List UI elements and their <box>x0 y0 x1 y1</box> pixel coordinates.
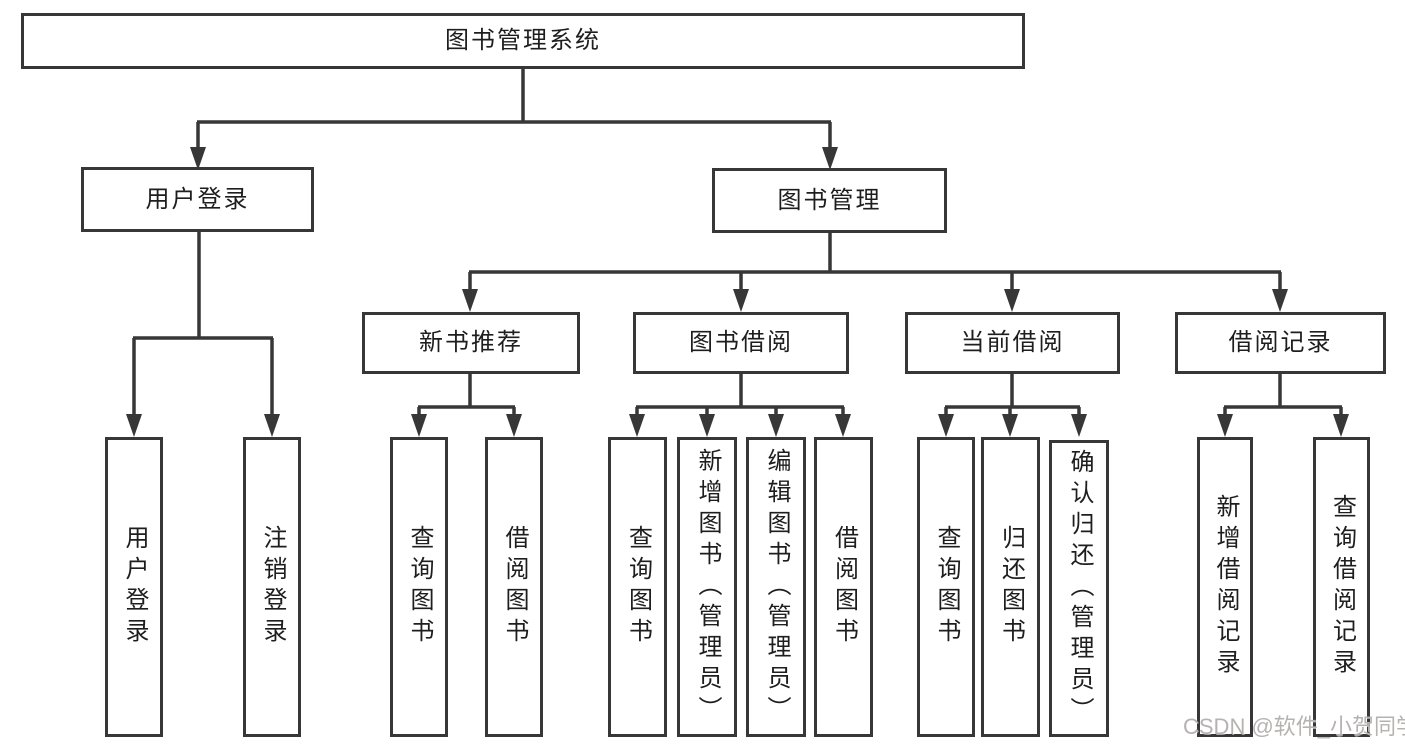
node-label: 借阅图书 <box>830 525 858 649</box>
node-label: 借阅图书 <box>501 525 528 649</box>
node-borrowing-records: 借阅记录 <box>1175 312 1386 374</box>
node-label: 查询借阅记录 <box>1328 494 1356 680</box>
leaf-borrowing-edit-books-admin: 编辑图书（管理员） <box>746 437 806 737</box>
leaf-borrowing-query-books: 查询图书 <box>608 437 667 737</box>
node-book-borrowing: 图书借阅 <box>633 312 849 374</box>
node-label: 查询图书 <box>406 525 433 649</box>
leaf-records-query-record: 查询借阅记录 <box>1313 437 1370 737</box>
node-label: 借阅记录 <box>1228 329 1333 356</box>
node-label: 确认归还（管理员） <box>1066 449 1093 728</box>
node-label: 归还图书 <box>997 525 1025 649</box>
node-label: 查询图书 <box>933 525 960 649</box>
leaf-recommend-query-books: 查询图书 <box>390 437 448 737</box>
leaf-current-confirm-return-admin: 确认归还（管理员） <box>1049 440 1109 737</box>
node-label: 当前借阅 <box>960 329 1065 356</box>
node-label: 用户登录 <box>145 185 250 213</box>
leaf-current-return-books: 归还图书 <box>981 437 1040 737</box>
node-label: 编辑图书（管理员） <box>763 447 790 727</box>
node-label: 用户登录 <box>121 525 148 649</box>
node-label: 新书推荐 <box>419 329 523 356</box>
node-book-management: 图书管理 <box>712 168 947 233</box>
node-current-borrowing: 当前借阅 <box>905 312 1120 374</box>
node-label: 查询图书 <box>624 525 652 649</box>
csdn-watermark: CSDN @软件_小贺同学 <box>1183 714 1405 739</box>
node-new-book-recommend: 新书推荐 <box>362 312 580 374</box>
leaf-user-login: 用户登录 <box>105 437 163 737</box>
node-label: 图书管理系统 <box>445 27 601 54</box>
node-user-login: 用户登录 <box>81 167 314 232</box>
leaf-borrowing-borrow-books: 借阅图书 <box>814 437 873 737</box>
leaf-recommend-borrow-books: 借阅图书 <box>485 437 543 737</box>
node-label: 图书借阅 <box>689 329 793 356</box>
node-label: 新增借阅记录 <box>1212 494 1239 680</box>
node-label: 注销登录 <box>259 525 286 649</box>
node-label: 新增图书（管理员） <box>694 447 721 727</box>
node-library-management-system: 图书管理系统 <box>21 13 1025 69</box>
leaf-records-add-record: 新增借阅记录 <box>1197 437 1253 737</box>
node-label: 图书管理 <box>777 186 882 214</box>
leaf-current-query-books: 查询图书 <box>917 437 975 737</box>
leaf-logout: 注销登录 <box>243 437 301 737</box>
leaf-borrowing-add-books-admin: 新增图书（管理员） <box>677 437 737 737</box>
